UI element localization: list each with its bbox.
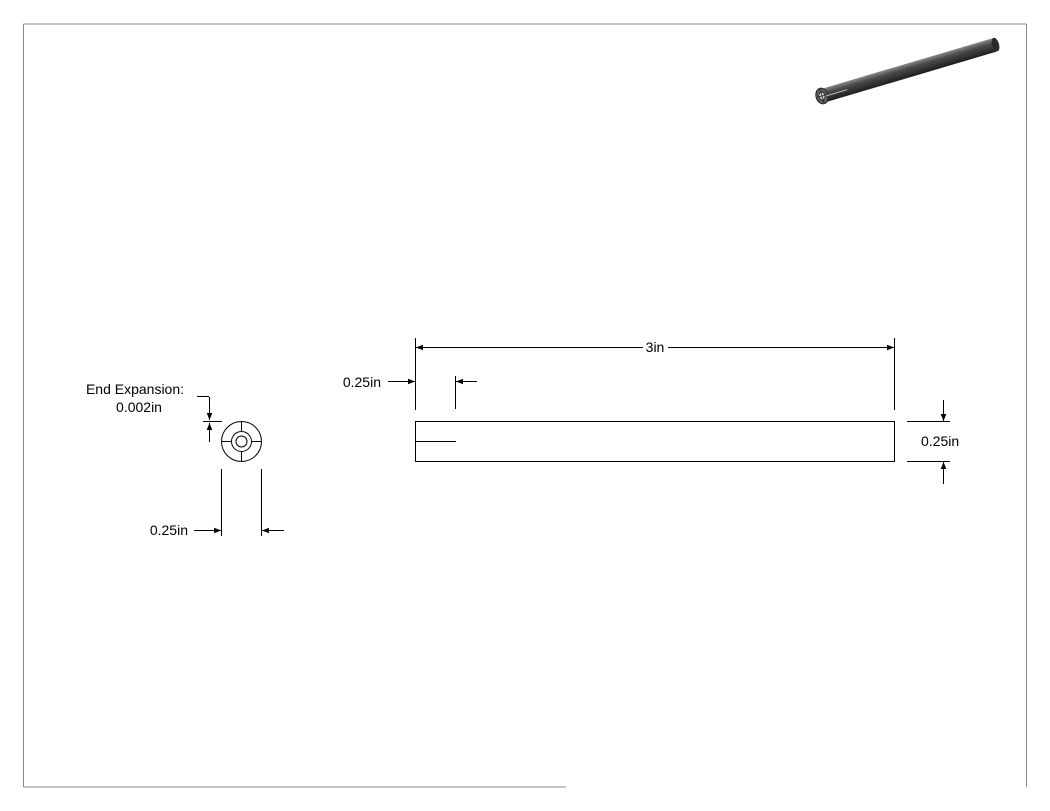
- isometric-rod-view: [815, 37, 1000, 105]
- overall-length-dimension: [415, 338, 895, 410]
- rod-side-view: [415, 421, 895, 462]
- slot-length-dimension: [388, 376, 477, 409]
- rod-end-view: [221, 421, 262, 462]
- end-expansion-dimension: [197, 396, 222, 442]
- end-diameter-dimension: [194, 469, 284, 536]
- slot-length-label: 0.25in: [343, 374, 381, 390]
- overall-length-label: 3in: [646, 339, 665, 355]
- end-expansion-value: 0.002in: [116, 399, 162, 415]
- sheet-border: [23, 23, 1027, 788]
- side-diameter-dimension: [907, 400, 950, 484]
- end-diameter-label: 0.25in: [150, 522, 188, 538]
- end-expansion-label: End Expansion:: [86, 381, 184, 397]
- side-diameter-label: 0.25in: [921, 433, 959, 449]
